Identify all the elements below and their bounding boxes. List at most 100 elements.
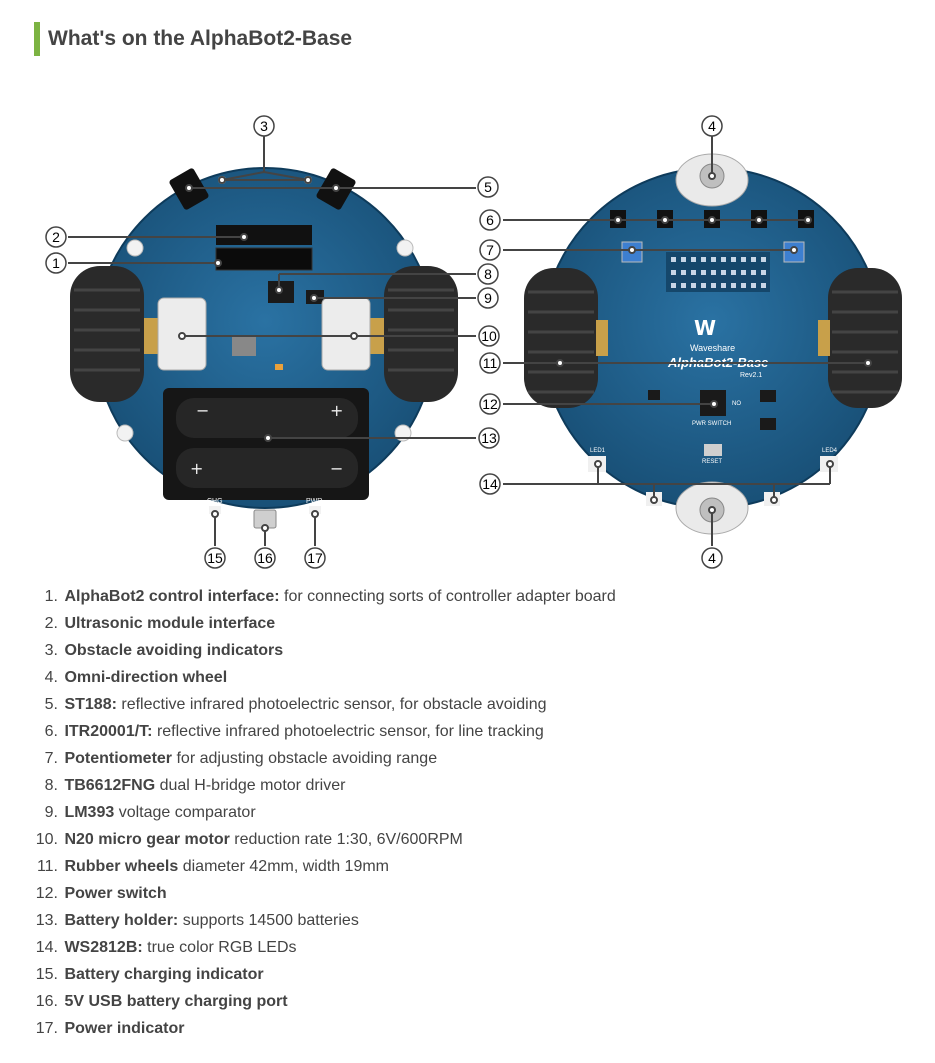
legend-term: Obstacle avoiding indicators [64, 642, 284, 659]
legend-item: 6. ITR20001/T: reflective infrared photo… [28, 718, 908, 745]
legend-term: Power switch [64, 885, 167, 902]
left-board: − + + − CHG PWR [70, 167, 458, 529]
legend-term: Potentiometer [64, 750, 173, 767]
legend-item: 12. Power switch [28, 880, 908, 907]
svg-text:7: 7 [486, 242, 494, 258]
legend-item: 5. ST188: reflective infrared photoelect… [28, 691, 908, 718]
callout-15: 15 [204, 547, 226, 569]
svg-text:+: + [190, 459, 203, 478]
legend-description: reflective infrared photoelectric sensor… [116, 696, 547, 713]
legend-item: 13. Battery holder: supports 14500 batte… [28, 907, 908, 934]
svg-text:12: 12 [482, 396, 498, 412]
battery-slot [176, 398, 358, 438]
motor-bracket-right [321, 297, 371, 371]
legend-number: 7. [44, 750, 58, 767]
callout-11: 11 [479, 352, 501, 374]
legend-number: 8. [44, 777, 58, 794]
legend-item: 14. WS2812B: true color RGB LEDs [28, 934, 908, 961]
legend-term: LM393 [64, 804, 115, 821]
legend-number: 2. [44, 615, 58, 632]
legend-number: 16. [35, 993, 58, 1010]
gear-motor-right [818, 320, 830, 356]
legend-term: Power indicator [64, 1020, 185, 1037]
legend-number: 15. [35, 966, 58, 983]
legend-description: supports 14500 batteries [178, 912, 359, 929]
legend-item: 8. TB6612FNG dual H-bridge motor driver [28, 772, 908, 799]
component-legend: 1. AlphaBot2 control interface: for conn… [28, 583, 908, 1042]
svg-text:14: 14 [482, 476, 498, 492]
legend-number: 14. [35, 939, 58, 956]
svg-text:9: 9 [484, 290, 492, 306]
legend-description: dual H-bridge motor driver [155, 777, 346, 794]
gear-motor-left [144, 318, 160, 354]
svg-text:1: 1 [52, 255, 60, 271]
left-rubber-wheel [70, 266, 144, 402]
no-label: NO [732, 401, 741, 407]
legend-description: reduction rate 1:30, 6V/600RPM [229, 831, 463, 848]
svg-text:2: 2 [52, 229, 60, 245]
left-rubber-wheel [524, 268, 598, 408]
callout-6: 6 [479, 209, 501, 231]
legend-term: TB6612FNG [64, 777, 156, 794]
right-rubber-wheel [384, 266, 458, 402]
legend-item: 11. Rubber wheels diameter 42mm, width 1… [28, 853, 908, 880]
svg-text:15: 15 [207, 550, 223, 566]
rev-label: Rev2.1 [740, 372, 762, 379]
callout-4-top: 4 [701, 115, 723, 137]
legend-item: 1. AlphaBot2 control interface: for conn… [28, 583, 908, 610]
legend-number: 13. [35, 912, 58, 929]
callout-dots [178, 172, 872, 532]
svg-text:−: − [330, 459, 343, 478]
legend-term: WS2812B: [64, 939, 143, 956]
legend-term: AlphaBot2 control interface: [64, 588, 280, 605]
callout-13: 13 [478, 427, 500, 449]
callout-4-bottom: 4 [701, 547, 723, 569]
callout-1: 1 [45, 252, 67, 274]
board-diagram: − + + − CHG PWR [45, 115, 902, 569]
svg-text:6: 6 [486, 212, 494, 228]
legend-term: Battery charging indicator [64, 966, 264, 983]
legend-item: 15. Battery charging indicator [28, 961, 908, 988]
callout-14: 14 [479, 473, 501, 495]
svg-text:+: + [330, 401, 343, 420]
mount-hole [126, 239, 144, 257]
svg-text:13: 13 [481, 430, 497, 446]
callout-9: 9 [477, 287, 499, 309]
inductor [232, 336, 256, 356]
svg-text:16: 16 [257, 550, 273, 566]
callout-17: 17 [304, 547, 326, 569]
legend-item: 17. Power indicator [28, 1015, 908, 1042]
legend-term: ITR20001/T: [64, 723, 153, 740]
legend-number: 5. [44, 696, 58, 713]
svg-text:4: 4 [708, 550, 716, 566]
legend-description: reflective infrared photoelectric sensor… [152, 723, 544, 740]
legend-number: 17. [35, 1020, 58, 1037]
reset-label: RESET [702, 459, 722, 465]
legend-term: Ultrasonic module interface [64, 615, 276, 632]
legend-description: true color RGB LEDs [142, 939, 297, 956]
legend-term: 5V USB battery charging port [64, 993, 288, 1010]
legend-item: 7. Potentiometer for adjusting obstacle … [28, 745, 908, 772]
legend-description: voltage comparator [114, 804, 256, 821]
legend-item: 3. Obstacle avoiding indicators [28, 637, 908, 664]
smd-chip [648, 390, 660, 400]
svg-text:4: 4 [708, 118, 716, 134]
mount-hole [396, 239, 414, 257]
legend-term: Battery holder: [64, 912, 179, 929]
legend-description: for adjusting obstacle avoiding range [172, 750, 438, 767]
right-rubber-wheel [828, 268, 902, 408]
legend-term: Rubber wheels [64, 858, 179, 875]
svg-text:−: − [196, 401, 209, 420]
callout-8: 8 [477, 263, 499, 285]
section-heading: What's on the AlphaBot2-Base [34, 22, 352, 56]
ultrasonic-header [216, 225, 312, 245]
legend-number: 11. [36, 858, 58, 875]
board-figure: − + + − CHG PWR [0, 80, 935, 580]
svg-text:11: 11 [483, 355, 498, 371]
legend-item: 2. Ultrasonic module interface [28, 610, 908, 637]
legend-term: N20 micro gear motor [64, 831, 230, 848]
callout-badges: 3 5 2 1 8 9 10 13 15 16 17 4 4 6 7 11 12… [45, 115, 723, 569]
legend-item: 10. N20 micro gear motor reduction rate … [28, 826, 908, 853]
gear-motor-left [596, 320, 608, 356]
legend-item: 9. LM393 voltage comparator [28, 799, 908, 826]
